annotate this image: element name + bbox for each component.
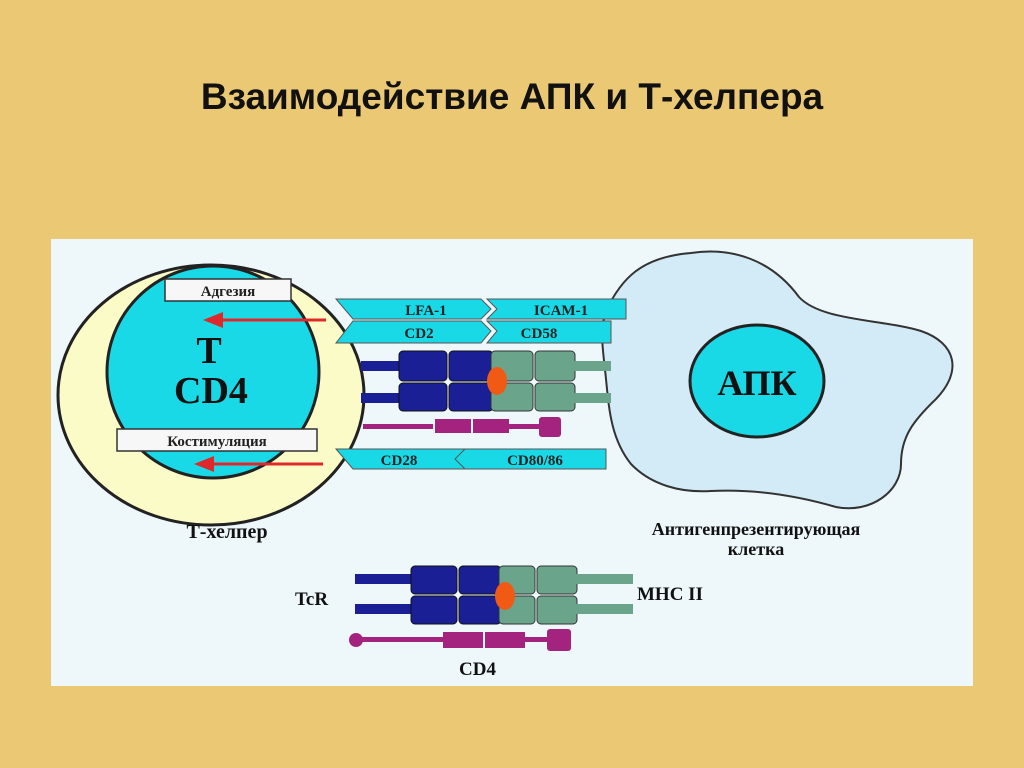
apc-caption-line1: Антигенпрезентирующая bbox=[652, 519, 861, 539]
lfa1-label: LFA-1 bbox=[405, 303, 446, 319]
costim-box bbox=[116, 428, 318, 452]
adhesion-label: Адгезия bbox=[201, 284, 255, 300]
costim-arrowhead bbox=[194, 456, 214, 472]
apc-label: АПК bbox=[717, 363, 796, 403]
lfa1-banner bbox=[334, 298, 492, 320]
legend-cd4-label: CD4 bbox=[459, 659, 496, 680]
cd80-86-label: CD80/86 bbox=[507, 453, 563, 469]
cd4-coreceptor-upper bbox=[363, 417, 561, 437]
peptide-legend bbox=[495, 582, 515, 610]
t-helper-caption: Т-хелпер bbox=[186, 521, 267, 543]
legend-tcr-label: TcR bbox=[295, 589, 328, 610]
diagram-svg: АПК T CD4 Адгезия Костимуляция LFA-1 ICA… bbox=[56, 250, 954, 680]
adhesion-arrowhead bbox=[203, 312, 223, 328]
t-letter: T bbox=[196, 330, 221, 372]
apc-nucleus bbox=[688, 323, 826, 439]
icam1-label: ICAM-1 bbox=[534, 303, 588, 319]
apc-caption-line2: клетка bbox=[728, 539, 784, 559]
cd80-banner bbox=[454, 448, 607, 470]
cd28-label: CD28 bbox=[381, 453, 418, 469]
legend-mhc-label: MHC II bbox=[637, 584, 703, 605]
legend-complex bbox=[349, 565, 633, 651]
cd2-label: CD2 bbox=[404, 326, 433, 342]
cd58-label: CD58 bbox=[521, 326, 558, 342]
cd2-banner bbox=[334, 320, 492, 344]
cd58-banner bbox=[485, 320, 612, 344]
peptide-upper bbox=[487, 367, 507, 395]
slide-title: Взаимодействие АПК и Т-хелпера bbox=[200, 76, 824, 117]
t-marker-label: CD4 bbox=[174, 370, 248, 412]
diagram-panel: АПК T CD4 Адгезия Костимуляция LFA-1 ICA… bbox=[51, 239, 973, 686]
costim-label: Костимуляция bbox=[167, 434, 267, 450]
tcr-mhc-complex-upper bbox=[361, 350, 611, 412]
icam1-banner bbox=[485, 298, 627, 320]
adhesion-box bbox=[164, 278, 292, 302]
